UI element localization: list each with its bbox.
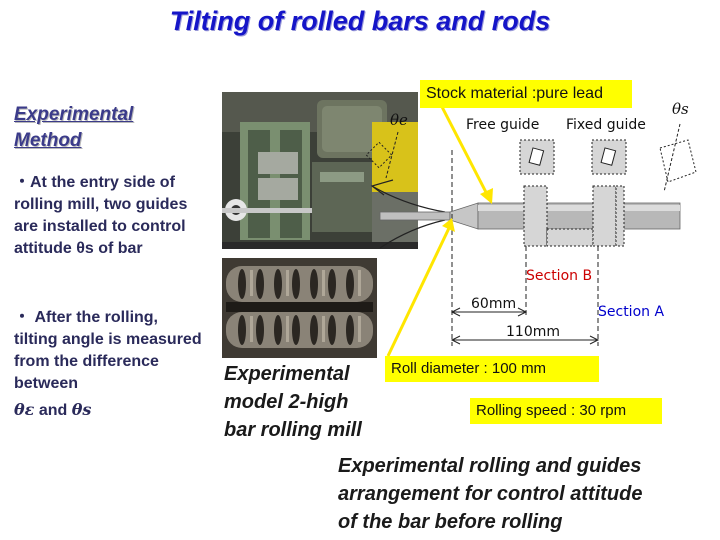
theta-epsilon: θε — [14, 400, 35, 419]
bar-taper — [449, 202, 479, 230]
fixed-guide-label: Fixed guide — [566, 117, 646, 133]
free-guide-section-icon — [519, 139, 555, 175]
method-line-1: Experimental — [14, 104, 134, 125]
theta-s-text: θs — [71, 400, 92, 419]
theta-s-sketch — [659, 123, 697, 193]
upper-roll-arc — [371, 185, 446, 213]
bullet-entry-guides: ・At the entry side of rolling mill, two … — [14, 174, 188, 257]
roll-diameter-label: Roll diameter : 100 mm — [385, 356, 599, 382]
rolled-bar-exit — [379, 211, 451, 221]
rolling-speed-label: Rolling speed : 30 rpm — [470, 398, 662, 424]
theta-e-label: θe — [390, 111, 408, 129]
theta-and: and — [34, 402, 72, 419]
arrangement-caption-line-3: of the bar before rolling — [338, 511, 563, 533]
stock-material-arrow — [438, 102, 492, 201]
bar-highlight — [478, 205, 680, 211]
free-guide-shape — [523, 185, 617, 247]
dimension-110mm: 110mm — [506, 324, 560, 340]
mill-caption: Experimental model 2-high bar rolling mi… — [224, 360, 362, 444]
fixed-guide-shape — [615, 185, 625, 247]
mill-caption-line-2: model 2-high — [224, 391, 349, 413]
section-heading-method: Experimental Method — [14, 102, 133, 154]
section-a-label: Section A — [598, 304, 665, 320]
method-line-2: Method — [14, 130, 82, 151]
roll-arc-arrowhead — [370, 179, 394, 196]
dimension-60mm: 60mm — [471, 296, 517, 312]
theta-difference-line: θε and θs — [14, 400, 91, 420]
lower-roll-arc — [379, 219, 446, 249]
page-title: Tilting of rolled bars and rods — [169, 6, 551, 36]
theta-e-sketch — [365, 131, 399, 179]
roll-diameter-arrow — [386, 225, 452, 357]
grooved-rolls-photo — [222, 258, 377, 358]
mill-caption-line-3: bar rolling mill — [224, 419, 362, 441]
arrangement-caption-line-1: Experimental rolling and guides — [338, 455, 642, 477]
arrangement-caption-line-2: arrangement for control attitude — [338, 483, 643, 505]
theta-s-label: θs — [672, 100, 689, 118]
free-guide-label: Free guide — [466, 117, 540, 133]
section-b-label: Section B — [526, 268, 593, 284]
bullet-tilting-measure: ・ After the rolling, tilting angle is me… — [14, 309, 202, 392]
mill-caption-line-1: Experimental — [224, 363, 350, 385]
rolling-mill-photo — [222, 92, 418, 249]
arrangement-caption: Experimental rolling and guides arrangem… — [338, 452, 642, 536]
stock-material-label: Stock material :pure lead — [420, 80, 632, 108]
fixed-guide-section-icon — [591, 139, 627, 175]
